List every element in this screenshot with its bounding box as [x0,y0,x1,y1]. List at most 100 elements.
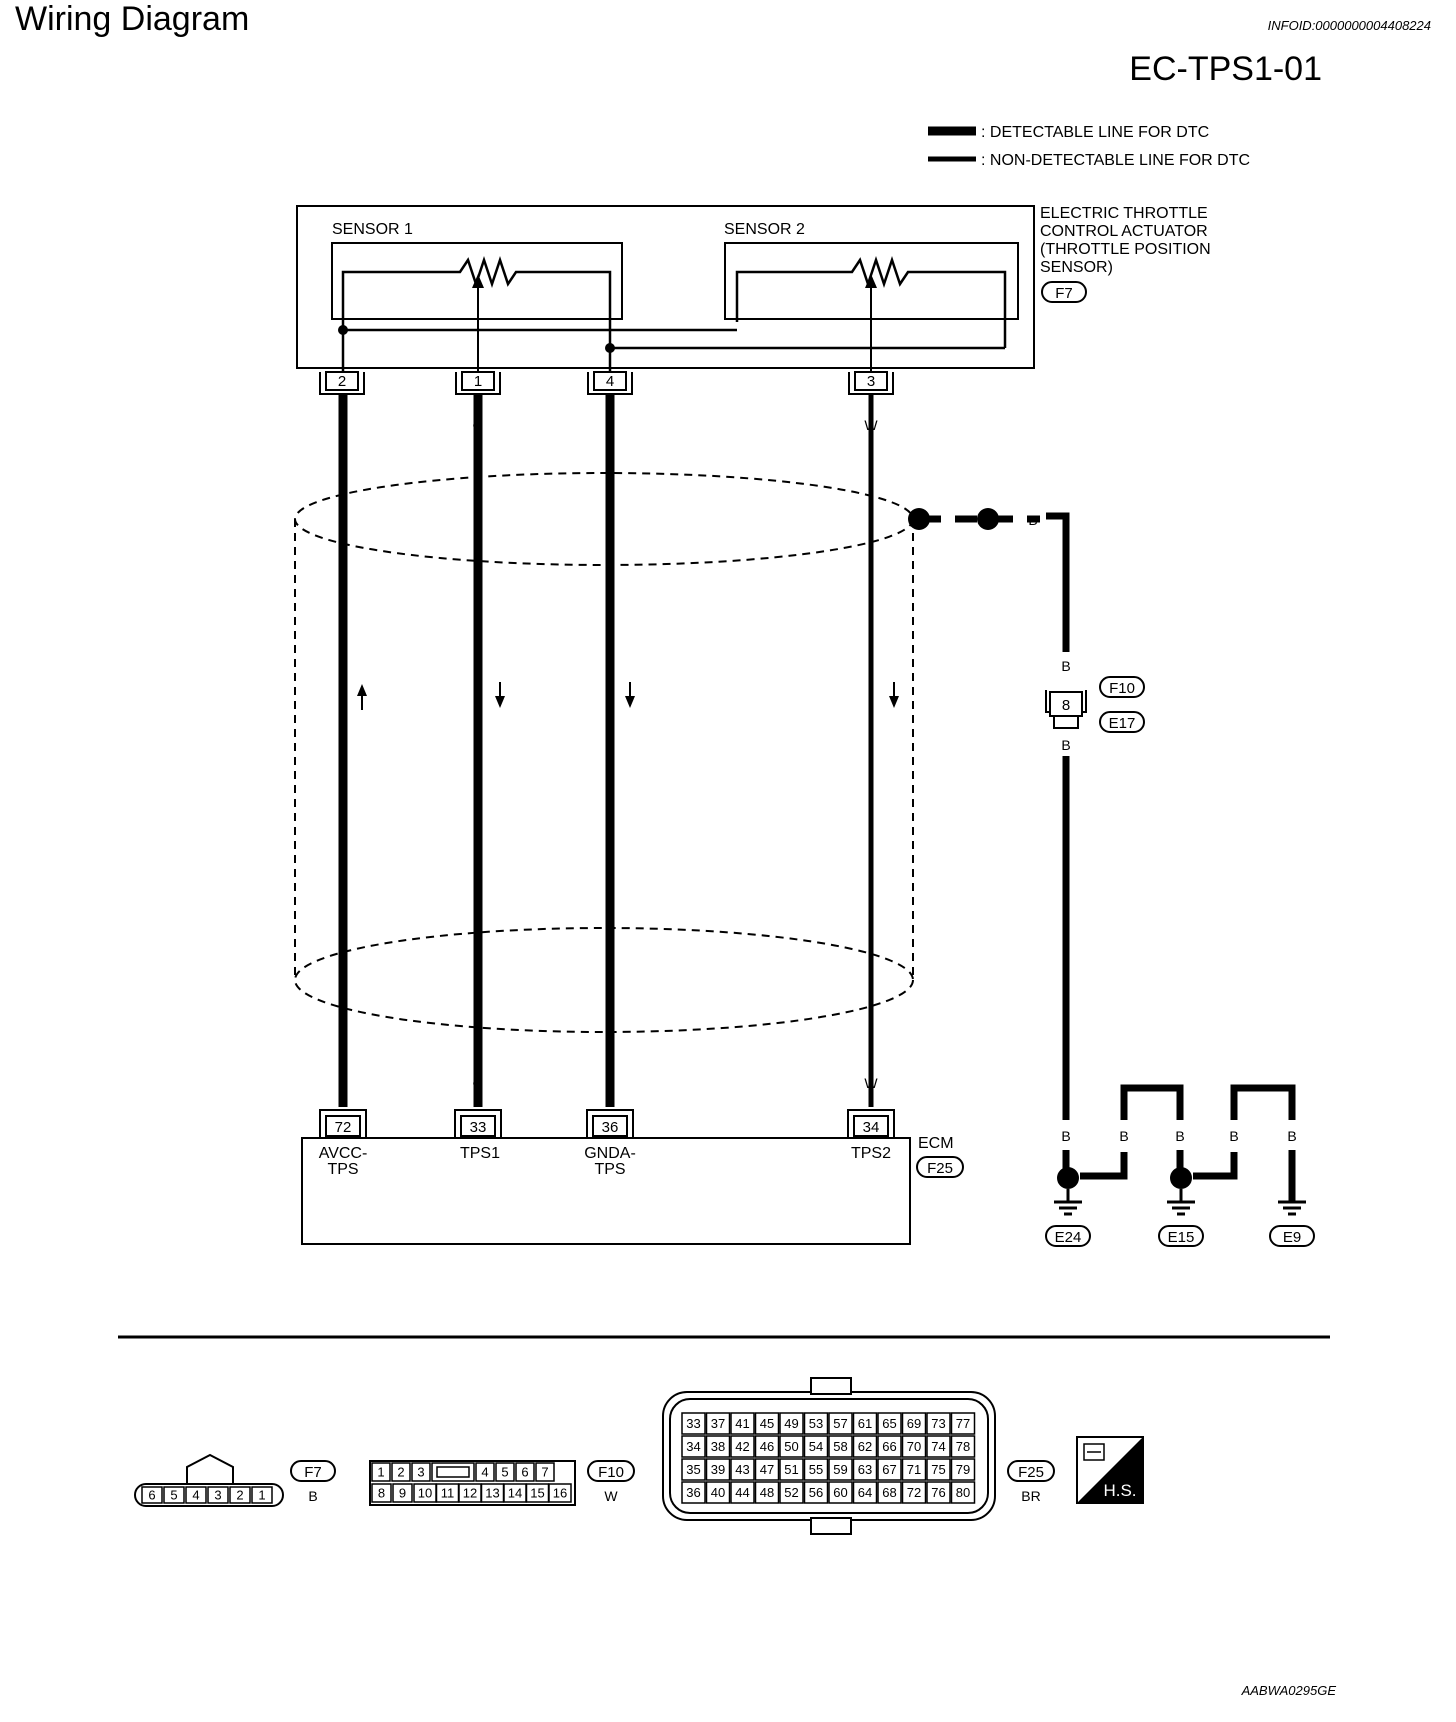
ecm-pin-33-bracket [454,1109,502,1137]
ecm-pin-36-box [592,1115,628,1137]
f10-pin-5-box [495,1462,515,1482]
f25-pin-68-box [877,1481,902,1504]
f25-pin-70-box [901,1435,927,1458]
f10-key-slot [431,1462,475,1482]
f25-pin-65-label: 65 [882,1416,896,1431]
drain-color-3: B [1061,737,1070,753]
ground-label-e9: E9 [1283,1229,1301,1246]
f25-pin-49-label: 49 [784,1416,798,1431]
pin-4-box [593,371,627,391]
f10-pin-5-label: 5 [501,1465,508,1480]
f25-top-latch [810,1377,852,1395]
f25-pin-66-label: 66 [882,1439,896,1454]
f25-pin-34-box [681,1435,706,1458]
pin-3-label: 3 [867,373,875,390]
pin-2-box [325,371,359,391]
drain-color-2: B [1061,658,1070,674]
f10-pin-8-label: 8 [378,1486,385,1501]
f25-pin-40-label: 40 [711,1485,725,1500]
f25-badge [1007,1460,1055,1482]
wire-g-color-bottom: G [473,1075,484,1091]
f10-pin-9-box [392,1483,413,1503]
f25-inner-shell [669,1398,989,1514]
f7-pin-1-box [251,1486,273,1504]
f10-pin-4-label: 4 [481,1465,488,1480]
f25-pin-47-box [754,1458,780,1481]
top-connector-pins: 2 1 4 3 [319,371,894,395]
pin-1-box [461,371,495,391]
f25-pin-42-label: 42 [735,1439,749,1454]
legend: : DETECTABLE LINE FOR DTC : NON-DETECTAB… [928,124,1250,169]
f7-pin-4-box [185,1486,207,1504]
f25-pin-39-label: 39 [711,1462,725,1477]
ecm-pin-72-bracket [319,1109,367,1137]
ecm-pin-34-bracket [847,1109,895,1137]
ground-label-e24: E24 [1055,1229,1082,1246]
f25-pin-72-box [901,1481,927,1504]
f25-pin-75-label: 75 [931,1462,945,1477]
f25-pin-52-box [779,1481,804,1504]
f25-pin-74-label: 74 [931,1439,945,1454]
f25-pin-67-box [877,1458,902,1481]
throttle-actuator: ELECTRIC THROTTLE CONTROL ACTUATOR (THRO… [296,205,1211,372]
f25-pin-45-box [754,1412,780,1435]
joint-bracket-bottom [1053,716,1079,729]
f7-pin-3-label: 3 [214,1488,221,1503]
f25-pin-58-box [828,1435,853,1458]
ecm-pin-34-box [853,1115,889,1137]
f25-pin-48-box [754,1481,780,1504]
ground-color-5: B [1287,1128,1296,1144]
f25-pin-38-label: 38 [711,1439,725,1454]
f10-pin-1-label: 1 [377,1465,384,1480]
f25-pin-40-box [705,1481,731,1504]
sensor-2-wiper-arrow [865,274,877,288]
f10-pin-16-label: 16 [553,1486,567,1501]
drain-wire-upper [1046,512,1070,652]
f25-pin-55-label: 55 [809,1462,823,1477]
f25-pin-52-label: 52 [784,1485,798,1500]
wire-b-color-bottom: B [605,1075,614,1091]
f25-pin-61-label: 61 [858,1416,872,1431]
ground-joint-dot-e15 [1170,1167,1192,1189]
ground-color-4: B [1229,1128,1238,1144]
f10-pin-6-box [515,1462,535,1482]
f10-body [369,1460,576,1506]
f10-pin-9-label: 9 [399,1486,406,1501]
arrow-down-tps1-head [495,696,505,708]
f7-color-label: B [308,1488,317,1504]
ecm-connector-pins: 72 33 36 34 [319,1109,895,1137]
f10-pin-1-box [371,1462,391,1482]
f7-pin-2-label: 2 [236,1488,243,1503]
f25-pin-59-label: 59 [833,1462,847,1477]
f10-pin-10-label: 10 [418,1486,432,1501]
f25-pin-71-label: 71 [907,1462,921,1477]
sensor-2-label: SENSOR 2 [724,221,805,238]
legend-detectable-text: : DETECTABLE LINE FOR DTC [981,124,1209,141]
diagram-code: EC-TPS1-01 [1129,50,1322,88]
f25-pin-79-box [950,1458,976,1481]
joint-connector-badge-2 [1099,711,1145,733]
drain-color-1: B [1028,512,1037,528]
f25-pin-49-box [779,1412,804,1435]
f25-pin-59-box [828,1458,853,1481]
f25-pin-61-box [852,1412,878,1435]
f7-badge [290,1460,336,1482]
actuator-connector-badge [1041,281,1087,303]
f10-pin-2-label: 2 [397,1465,404,1480]
f25-pin-62-label: 62 [858,1439,872,1454]
actuator-box [296,205,1035,369]
ecm-pin-36-label: 36 [602,1119,619,1136]
f25-pin-71-box [901,1458,927,1481]
ground-color-3: B [1175,1128,1184,1144]
ecm-pin-36-bracket [586,1109,634,1137]
shield-drain: B B 8 F10 E17 B [908,508,1145,1120]
f25-pin-42-box [730,1435,755,1458]
shield-bottom-ellipse [294,927,914,1033]
f25-pin-64-box [852,1481,878,1504]
f7-pin-4-label: 4 [192,1488,199,1503]
f25-pin-64-label: 64 [858,1485,872,1500]
f7-pin-6-label: 6 [148,1488,155,1503]
hs-harness-symbol: H.S. [1076,1436,1144,1504]
